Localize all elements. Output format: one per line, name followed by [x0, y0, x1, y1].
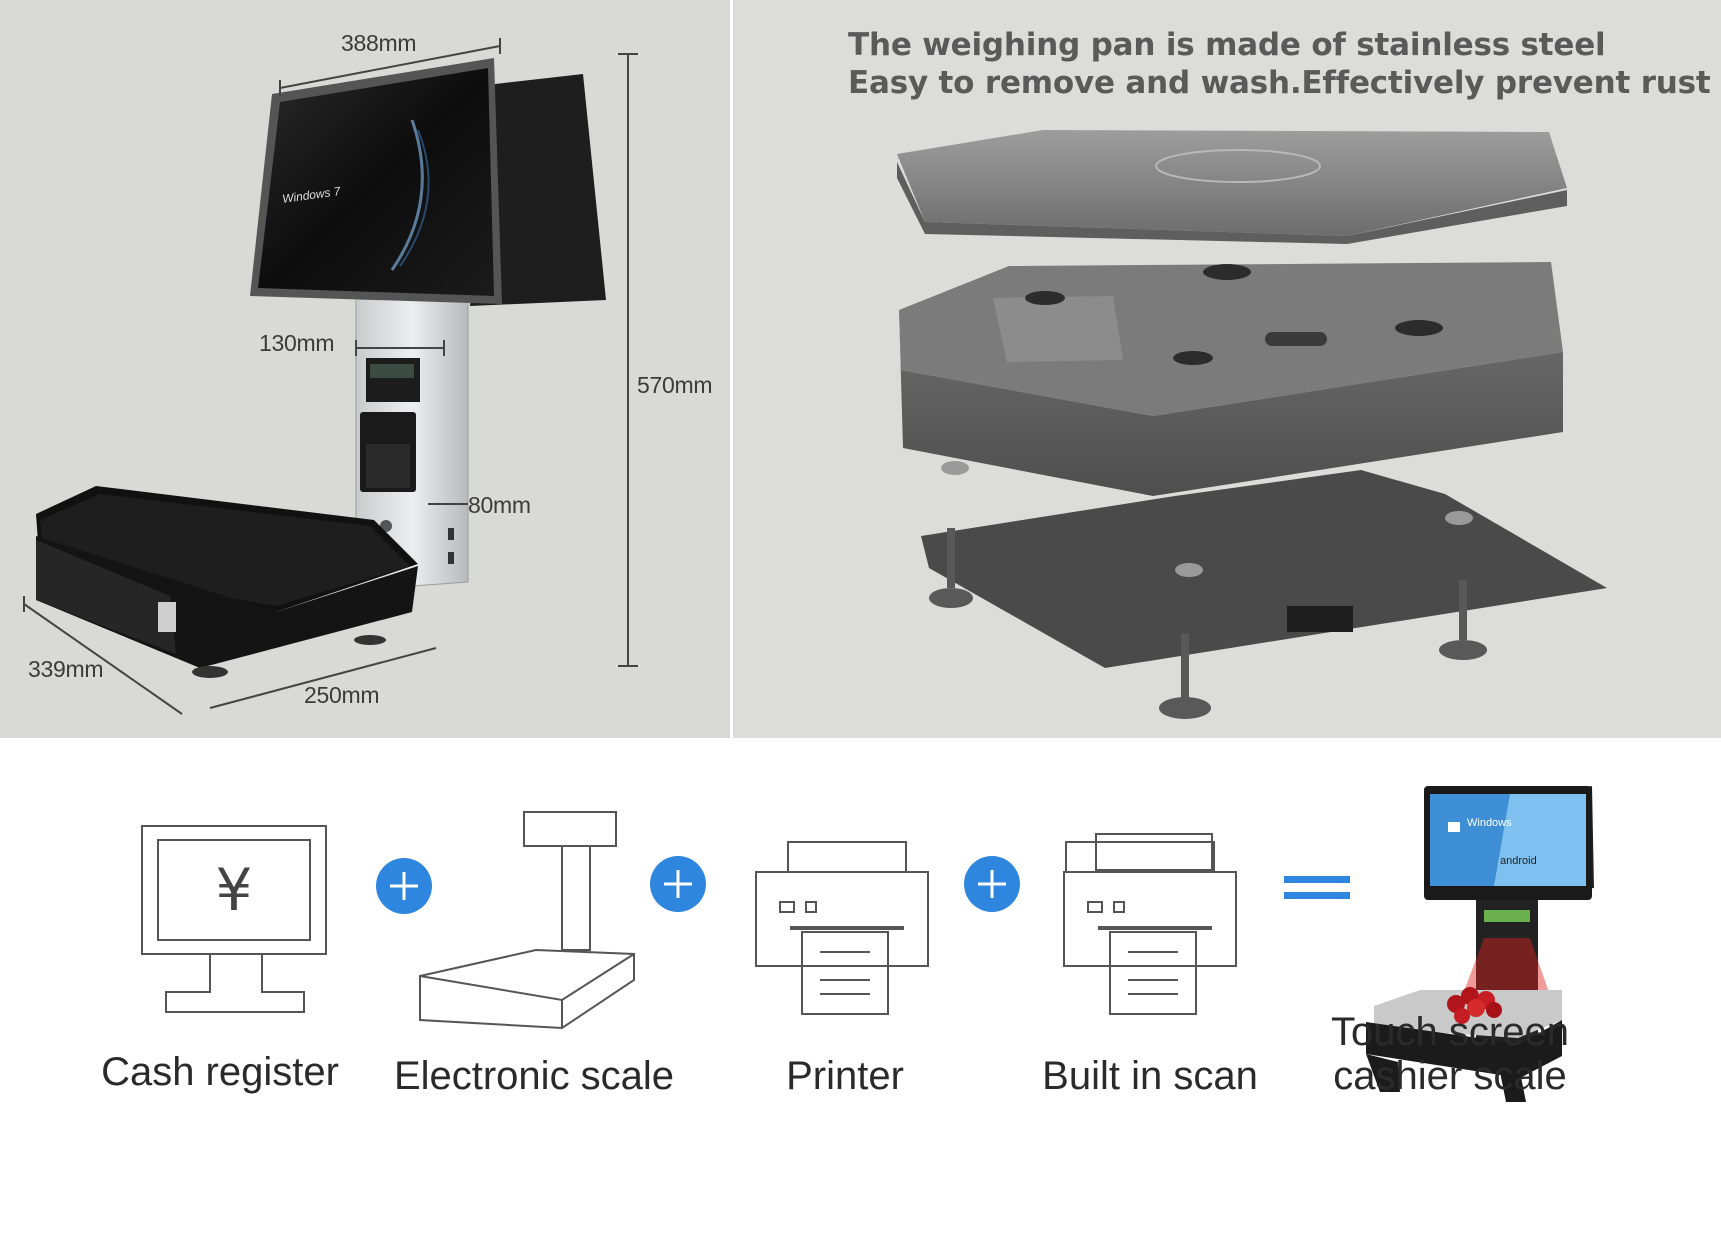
- plus-icon-1: [376, 858, 432, 914]
- equation-icons: ¥: [141, 786, 1594, 1102]
- dimension-width-label: 388mm: [341, 30, 417, 56]
- plus-icon-3: [964, 856, 1020, 912]
- windows-label: Windows: [1467, 817, 1512, 829]
- equals-icon: [1284, 876, 1350, 899]
- dimension-depth-label: 339mm: [28, 656, 104, 682]
- yen-symbol: ¥: [216, 856, 253, 924]
- feature-equation: ¥: [0, 738, 1721, 1243]
- dimension-height-label: 570mm: [637, 372, 713, 398]
- component-label-cash-register: Cash register: [101, 1050, 339, 1094]
- rear-screen: [470, 74, 606, 306]
- dimension-platform-width-label: 250mm: [304, 682, 380, 708]
- scale-drawing: [23, 38, 638, 715]
- exploded-view-photo: The weighing pan is made of stainless st…: [733, 0, 1721, 738]
- result-label-line-2: cashier scale: [1333, 1054, 1567, 1098]
- electronic-scale-icon: [419, 811, 635, 1030]
- main-screen: [258, 68, 494, 296]
- scale-body-side: [899, 310, 1563, 496]
- printer-icon: [755, 841, 929, 1015]
- cash-register-icon: [141, 825, 327, 1013]
- component-label-electronic-scale: Electronic scale: [393, 1054, 675, 1098]
- dimension-pole-depth-label: 80mm: [468, 492, 531, 518]
- component-label-built-in-scan: Built in scan: [1042, 1054, 1258, 1098]
- stainless-steel-pan: [897, 130, 1567, 236]
- touch-screen-cashier-scale-icon: [1366, 786, 1594, 1102]
- adjustable-feet: [929, 461, 1487, 719]
- caption-line-2: Easy to remove and wash.Effectively prev…: [848, 65, 1711, 101]
- caption-line-1: The weighing pan is made of stainless st…: [848, 27, 1606, 63]
- dimension-pole-width-label: 130mm: [259, 330, 335, 356]
- android-label: android: [1500, 855, 1537, 867]
- component-label-printer: Printer: [786, 1054, 904, 1098]
- result-label-line-1: Touch screen: [1331, 1010, 1569, 1054]
- result-label: Touch screen cashier scale: [1300, 1010, 1600, 1098]
- scanner-printer-icon: [1063, 833, 1237, 1015]
- stainless-pan-caption: The weighing pan is made of stainless st…: [848, 26, 1711, 102]
- plus-icon-2: [650, 856, 706, 912]
- dimension-product-photo: 388mm 130mm 570mm 80mm 339mm 250mm Windo…: [0, 0, 730, 738]
- base-plate: [921, 470, 1607, 668]
- exploded-scale-drawing: [897, 130, 1607, 719]
